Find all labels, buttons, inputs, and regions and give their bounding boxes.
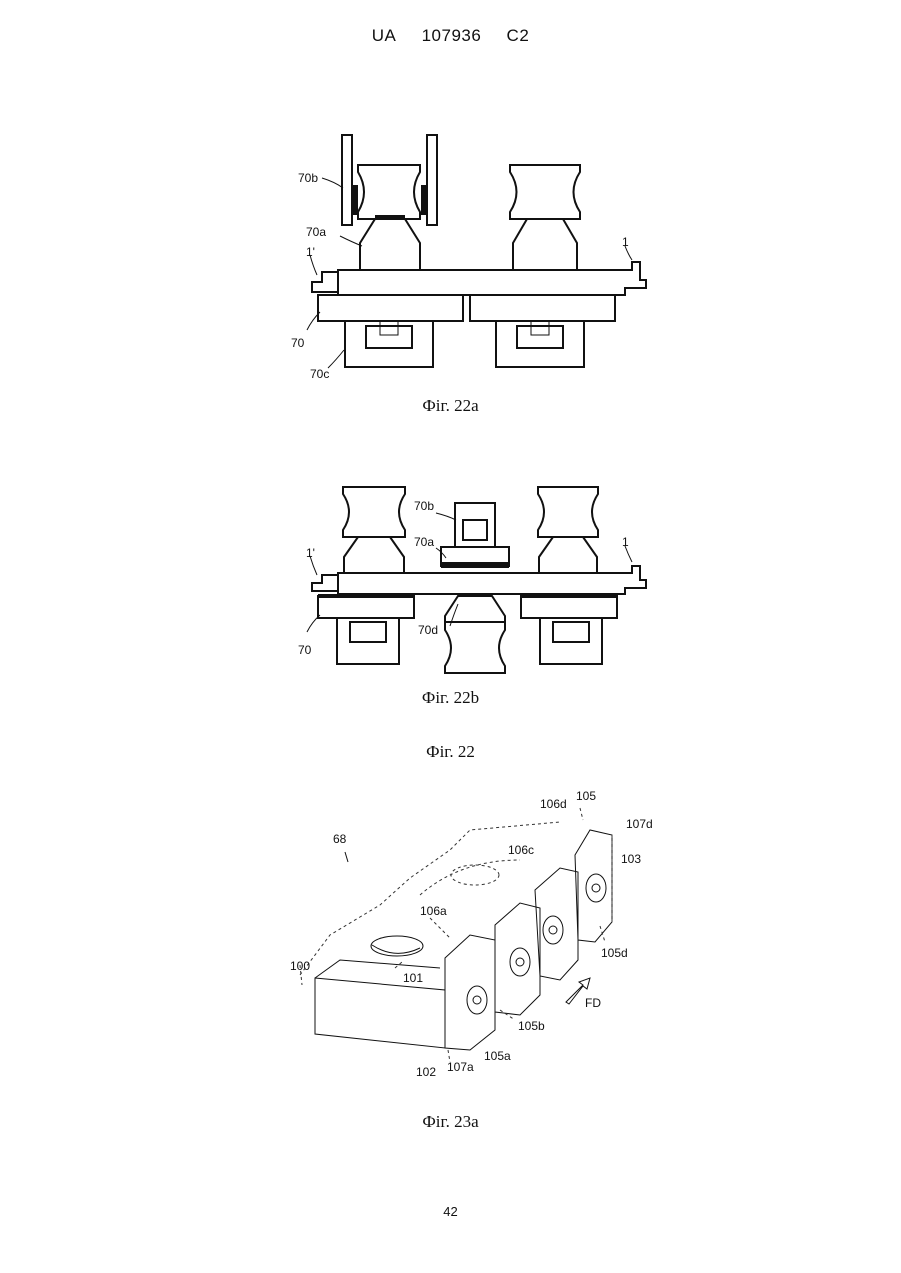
label-70: 70 <box>291 336 305 350</box>
page-number: 42 <box>0 1204 901 1219</box>
label-105: 105 <box>576 789 596 803</box>
label-105d: 105d <box>601 946 628 960</box>
header-country: UA <box>372 26 397 45</box>
figure-22a-drawing: 70b 70a 1' 1 70 70c <box>0 120 901 520</box>
label-1: 1 <box>622 535 629 549</box>
label-103: 103 <box>621 852 641 866</box>
label-105b: 105b <box>518 1019 545 1033</box>
label-105a: 105a <box>484 1049 511 1063</box>
label-70d: 70d <box>418 623 438 637</box>
label-70: 70 <box>298 643 312 657</box>
label-106a: 106a <box>420 904 447 918</box>
label-107d: 107d <box>626 817 653 831</box>
label-70b: 70b <box>298 171 318 185</box>
label-68: 68 <box>333 832 347 846</box>
figure-22b-drawing: 70b 70a 1' 1 70 70d <box>0 480 901 680</box>
label-1-prime: 1' <box>306 546 315 560</box>
label-100: 100 <box>290 959 310 973</box>
label-70a: 70a <box>414 535 434 549</box>
label-1-prime: 1' <box>306 245 315 259</box>
caption-fig-22: Фіг. 22 <box>0 742 901 762</box>
header-number: 107936 <box>422 26 482 45</box>
label-102: 102 <box>416 1065 436 1079</box>
figure-23a-drawing: 68 105 106d 107d 106c 103 106a 105d 100 … <box>0 780 901 1100</box>
label-70a: 70a <box>306 225 326 239</box>
caption-fig-23a: Фіг. 23a <box>0 1112 901 1132</box>
caption-fig-22b: Фіг. 22b <box>0 688 901 708</box>
document-header: UA 107936 C2 <box>0 26 901 46</box>
caption-fig-22a: Фіг. 22a <box>0 396 901 416</box>
label-70b: 70b <box>414 499 434 513</box>
label-1: 1 <box>622 235 629 249</box>
label-fd: FD <box>585 996 601 1010</box>
label-107a: 107a <box>447 1060 474 1074</box>
label-101: 101 <box>403 971 423 985</box>
label-106d: 106d <box>540 797 567 811</box>
header-kind: C2 <box>507 26 530 45</box>
label-106c: 106c <box>508 843 534 857</box>
label-70c: 70c <box>310 367 329 381</box>
